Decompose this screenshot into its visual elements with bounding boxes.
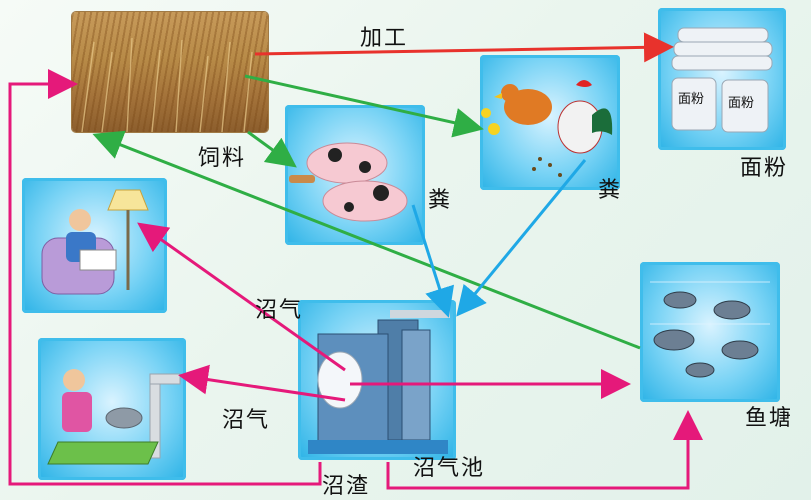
label-feed: 饲料: [198, 146, 247, 171]
arrow-chicken-manure-to-tank: [456, 159, 587, 317]
woman-cooking-icon: [47, 369, 181, 465]
arrow-field-to-flour: [254, 32, 674, 63]
wheat-field-image: [72, 12, 268, 133]
biogas-digester-icon: [308, 310, 450, 454]
arrow-tank-to-stove: [178, 364, 346, 402]
flour-bag-label-2: 面粉: [728, 96, 755, 111]
arrow-residue-to-pond: [386, 410, 703, 490]
arrow-residue-to-field: [8, 69, 322, 486]
arrow-field-to-pigs: [247, 130, 297, 168]
fish-pond-image: [640, 262, 780, 402]
label-biogas-stove: 沼气: [222, 408, 271, 433]
flour-bag-label-1: 面粉: [678, 92, 705, 107]
chicken-icon: [481, 80, 613, 177]
label-pig-manure: 粪: [428, 188, 453, 213]
label-biogas-lamp: 沼气: [255, 298, 304, 323]
flour-image: 面粉 面粉: [658, 8, 786, 150]
person-reading-icon: [41, 189, 149, 295]
pigs-image: [285, 105, 425, 245]
wheat-stalks: [81, 37, 253, 133]
label-flour: 面粉: [740, 156, 789, 181]
arrow-tank-to-lamp: [137, 222, 346, 372]
label-fish-pond: 鱼塘: [745, 406, 794, 431]
fish-icon: [650, 281, 770, 378]
biogas-tank-image: [298, 300, 456, 460]
label-chicken-manure: 粪: [598, 178, 623, 203]
arrow-pond-to-field: [92, 130, 641, 350]
flour-bags-icon: [671, 27, 773, 133]
label-biogas-residue: 沼渣: [322, 474, 371, 499]
label-biogas-tank: 沼气池: [413, 456, 486, 481]
reading-lamp-image: [22, 178, 167, 313]
chickens-image: [480, 55, 620, 190]
pig-icon: [289, 142, 408, 222]
arrow-field-to-chickens: [244, 74, 484, 138]
label-processing: 加工: [360, 26, 409, 51]
cooking-stove-image: [38, 338, 186, 480]
arrow-pig-manure-to-tank: [411, 204, 455, 318]
